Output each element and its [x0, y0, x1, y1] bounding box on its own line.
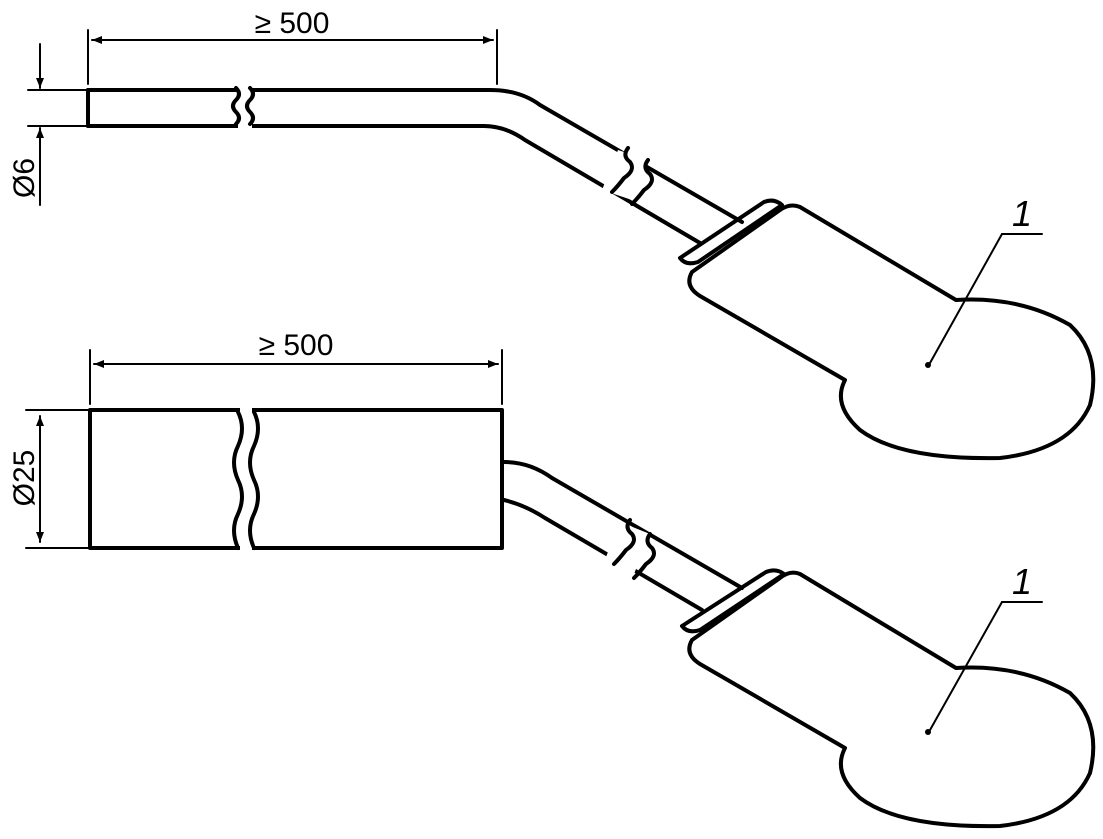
- probe-1-diameter-dimension: Ø6: [8, 43, 87, 206]
- probe-2-diameter-label: Ø25: [8, 450, 41, 507]
- probe-2-callout: 1: [925, 561, 1043, 735]
- probe-2-handle: [680, 568, 1096, 829]
- probe-2-length-label: ≥ 500: [259, 329, 334, 362]
- probe-1-length-dimension: ≥ 500: [87, 7, 498, 85]
- probe-1-callout-number: 1: [1012, 193, 1032, 234]
- probe-1-length-label: ≥ 500: [255, 7, 330, 40]
- probe-2-callout-number: 1: [1012, 561, 1032, 602]
- probe-1-tube: [86, 84, 744, 245]
- probe-2-length-dimension: ≥ 500: [89, 329, 503, 405]
- probe-1-handle: [678, 198, 1096, 461]
- probe-1: ≥ 500 Ø6: [8, 7, 1096, 461]
- probe-1-callout: 1: [925, 193, 1043, 368]
- probe-2-diameter-dimension: Ø25: [8, 409, 89, 549]
- probe-2-cable: [502, 460, 744, 612]
- probe-1-diameter-label: Ø6: [8, 158, 41, 198]
- probe-2-tube: [88, 404, 504, 554]
- probe-2: ≥ 500 Ø25: [8, 329, 1096, 829]
